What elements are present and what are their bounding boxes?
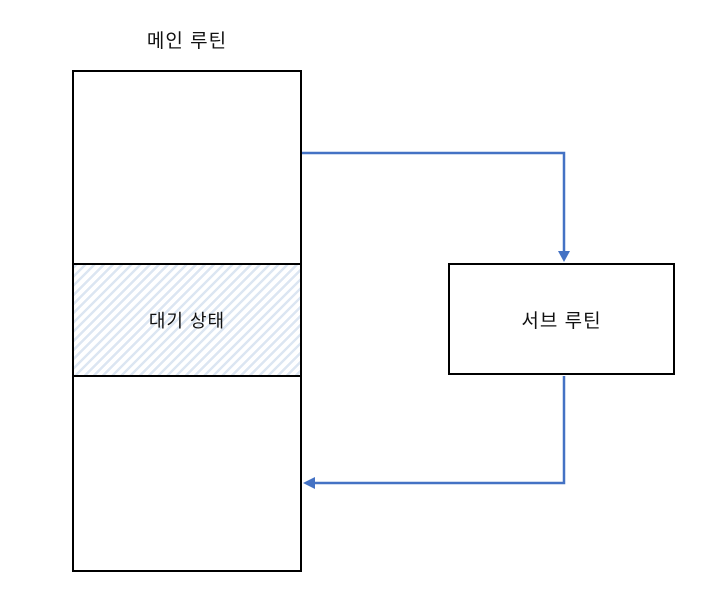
waiting-state-section: 대기 상태: [72, 263, 302, 377]
return-arrow-line: [314, 376, 566, 485]
call-arrowhead-down-icon: [558, 251, 570, 262]
sub-routine-label: 서브 루틴: [521, 310, 602, 332]
sub-routine-box: 서브 루틴: [448, 263, 675, 375]
call-arrow-line: [302, 151, 566, 253]
waiting-state-label: 대기 상태: [148, 311, 226, 331]
main-routine-title: 메인 루틴: [146, 31, 228, 52]
call-arrow: [302, 151, 570, 262]
return-arrow: [303, 376, 566, 489]
return-arrowhead-left-icon: [303, 477, 315, 489]
